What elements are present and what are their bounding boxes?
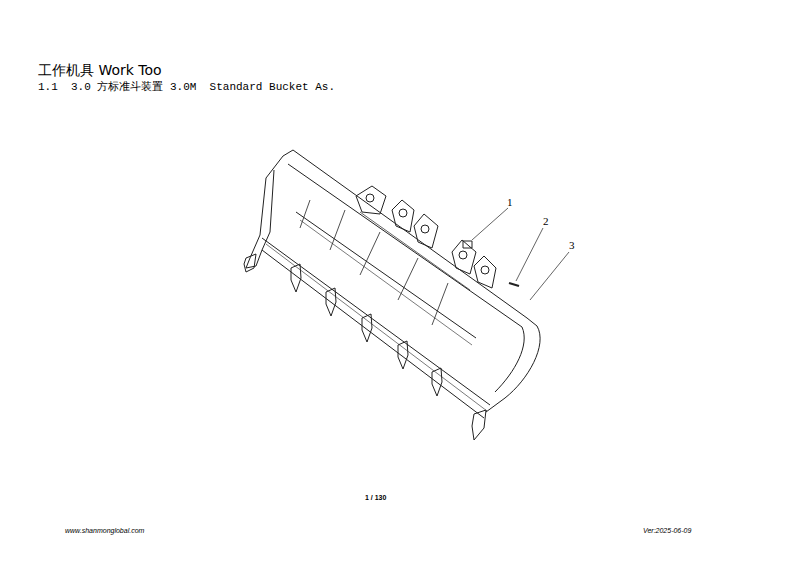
callout-number: 1 [507, 196, 513, 208]
mount-ear [474, 256, 496, 288]
page-title: 工作机具 Work Too [38, 63, 162, 78]
mount-beam [360, 212, 470, 290]
bucket-back-plate [296, 212, 476, 338]
bucket-lip-line [266, 244, 487, 411]
bucket-left-side [246, 156, 283, 268]
mount-ear [414, 214, 438, 248]
bucket-tooth [326, 288, 336, 316]
bucket-lip-top [262, 238, 490, 405]
mount-ear [452, 240, 476, 274]
leader-line [530, 252, 569, 300]
website: www.shanmonglobal.com [65, 527, 144, 535]
bucket-right-side-inner [495, 327, 524, 392]
side-tooth [472, 410, 486, 440]
part-2 [509, 283, 519, 286]
side-tooth [244, 254, 256, 272]
mount-ear [356, 186, 386, 214]
bucket-tooth [432, 368, 442, 396]
bucket-tooth [362, 314, 372, 342]
bucket-rear-rib [288, 164, 522, 327]
callout-number: 2 [543, 215, 549, 227]
bucket-back-plate-lower [300, 220, 472, 345]
leader-line [516, 228, 543, 281]
callout-number: 3 [569, 239, 575, 251]
part-1 [463, 241, 472, 248]
section-heading: 1.1 3.0 方标准斗装置 3.0M Standard Bucket As. [38, 81, 335, 93]
bucket-cutting-edge [262, 250, 484, 418]
bucket-tooth [398, 341, 408, 369]
version: Ver:2025-06-09 [643, 527, 691, 535]
bucket-right-side [486, 326, 540, 412]
mount-ear [392, 200, 414, 232]
bucket-ribs [300, 200, 448, 325]
bucket-tooth [291, 264, 301, 292]
bucket-left-side-inner [262, 170, 274, 250]
leader-line [472, 208, 508, 240]
page-number: 1 / 130 [365, 494, 386, 502]
